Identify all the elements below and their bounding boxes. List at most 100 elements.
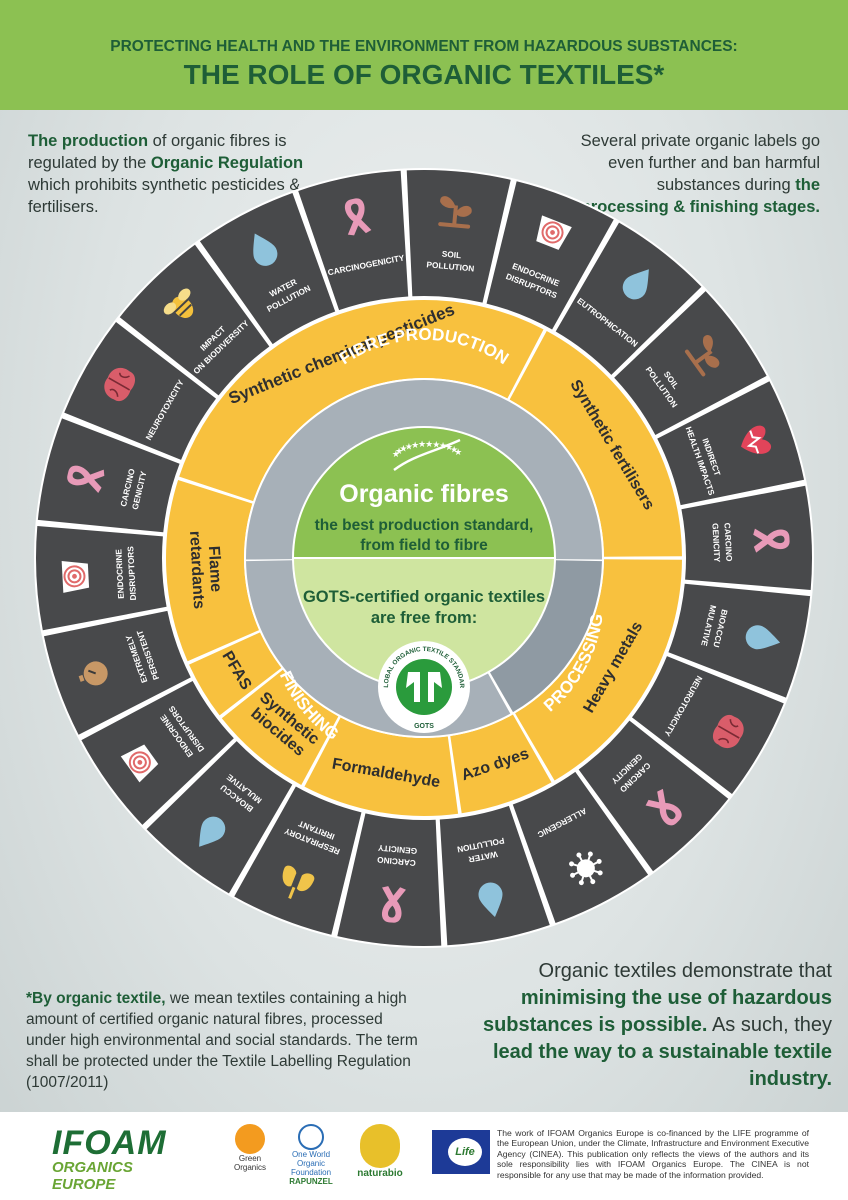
impact-segment-bg xyxy=(234,786,362,935)
drop-icon xyxy=(478,882,503,918)
substance-segment: PFAS xyxy=(189,632,282,716)
naturabio-icon xyxy=(360,1124,400,1168)
target-icon xyxy=(536,215,572,250)
impact-label: SOIL xyxy=(441,249,461,261)
ifoam-logo[interactable]: IFOAM ORGANICS EUROPE xyxy=(52,1124,167,1193)
impact-segment-bg xyxy=(681,485,812,591)
impact-segment-bg xyxy=(631,656,784,794)
impact-segment-bg xyxy=(657,381,805,506)
impact-segment-bg xyxy=(37,418,180,533)
intro-left-text: The production of organic fibres is regu… xyxy=(28,132,304,216)
impact-segment: NEUROTOXICITY xyxy=(64,322,217,460)
ribbon-icon xyxy=(67,465,105,493)
bee-icon xyxy=(163,288,194,318)
substance-segment-bg xyxy=(166,479,260,662)
drop-icon xyxy=(622,269,649,300)
substance-segment-bg xyxy=(515,559,682,781)
brain-icon xyxy=(104,367,136,402)
ribbon-icon xyxy=(381,886,406,923)
ribbon-icon xyxy=(753,528,790,553)
impact-segment-bg xyxy=(64,322,217,460)
lungs-icon xyxy=(282,865,315,899)
disclaimer-text: The work of IFOAM Organics Europe is co-… xyxy=(497,1128,809,1180)
impact-label: CARCINO xyxy=(376,855,416,869)
substance-label: retardants xyxy=(186,530,207,609)
svg-text:★: ★ xyxy=(432,439,440,449)
impact-segment: CARCINOGENICITY xyxy=(298,170,409,311)
impact-segment-bg xyxy=(337,813,442,946)
impact-segment: EUTROPHICATION xyxy=(555,222,702,375)
sprout-icon xyxy=(438,196,472,229)
svg-text:★: ★ xyxy=(454,447,462,457)
green-organics-logo[interactable]: Green Organics xyxy=(228,1124,272,1172)
eu-organic-leaf-icon: ★★★★★★★★★★★★ xyxy=(392,438,462,471)
impact-label: GENICITY xyxy=(710,523,722,563)
gots-title-1: GOTS-certified organic textiles xyxy=(303,588,545,606)
header-subtitle: PROTECTING HEALTH AND THE ENVIRONMENT FR… xyxy=(110,38,738,55)
substance-segment-bg xyxy=(509,331,682,557)
conclusion-text: Organic textiles demonstrate that minimi… xyxy=(482,960,832,1090)
ribbon-icon xyxy=(345,198,372,236)
center-top xyxy=(294,428,554,558)
page-title: THE ROLE OF ORGANIC TEXTILES* xyxy=(183,59,665,90)
organic-fibres-subtitle-1: the best production standard, xyxy=(315,517,534,534)
sprout-icon xyxy=(684,335,720,377)
target-icon xyxy=(120,744,159,783)
impact-segment-bg xyxy=(439,805,550,946)
impact-segment-bg xyxy=(668,583,811,698)
impact-segment: CARCINOGENICITY xyxy=(337,813,442,946)
impact-segment: CARCINOGENICITY xyxy=(578,720,729,872)
heart-icon xyxy=(740,425,771,454)
impact-segment-bg xyxy=(199,192,336,345)
naturabio-logo[interactable]: naturabio xyxy=(350,1124,410,1179)
footer xyxy=(0,1112,848,1200)
organic-fibres-title: Organic fibres xyxy=(339,480,509,508)
virus-icon xyxy=(569,851,603,886)
substance-segment-bg xyxy=(189,632,282,716)
drop-icon xyxy=(745,625,781,650)
impact-segment: NEUROTOXICITY xyxy=(631,656,784,794)
substance-segment: Synthetic fertilisers xyxy=(509,331,682,557)
one-world-logo[interactable]: One World Organic Foundation RAPUNZEL xyxy=(280,1124,342,1186)
stage-fibre-bg xyxy=(246,380,603,560)
substance-segment-bg xyxy=(450,714,552,814)
gots-short: GOTS xyxy=(414,723,434,730)
brain-icon xyxy=(712,714,744,749)
intro-right-text: Several private organic labels go even f… xyxy=(580,132,820,216)
substance-segment-bg xyxy=(221,669,339,785)
globe-icon xyxy=(298,1124,324,1150)
footnote-text: *By organic textile, we mean textiles co… xyxy=(26,990,418,1091)
impact-segment: CARCINOGENICITY xyxy=(37,418,180,533)
impact-label: POLLUTION xyxy=(426,259,475,273)
organic-fibres-subtitle-2: from field to fibre xyxy=(360,537,488,554)
target-icon xyxy=(61,560,90,593)
substance-segment: Heavy metals xyxy=(515,559,682,781)
impact-segment: ALLERGENIC xyxy=(512,771,649,924)
timer-icon xyxy=(78,661,108,686)
svg-text:★: ★ xyxy=(405,442,413,452)
impact-segment-bg xyxy=(36,525,167,631)
svg-text:★: ★ xyxy=(395,446,403,456)
substance-segment-bg xyxy=(179,299,544,502)
stage-processing-bg xyxy=(490,560,602,713)
impact-segment-bg xyxy=(146,741,293,894)
ribbon-icon xyxy=(645,788,682,826)
impact-segment-bg xyxy=(555,222,702,375)
impact-segment-bg xyxy=(406,170,511,303)
svg-text:★: ★ xyxy=(425,439,433,449)
svg-text:★: ★ xyxy=(445,442,453,452)
